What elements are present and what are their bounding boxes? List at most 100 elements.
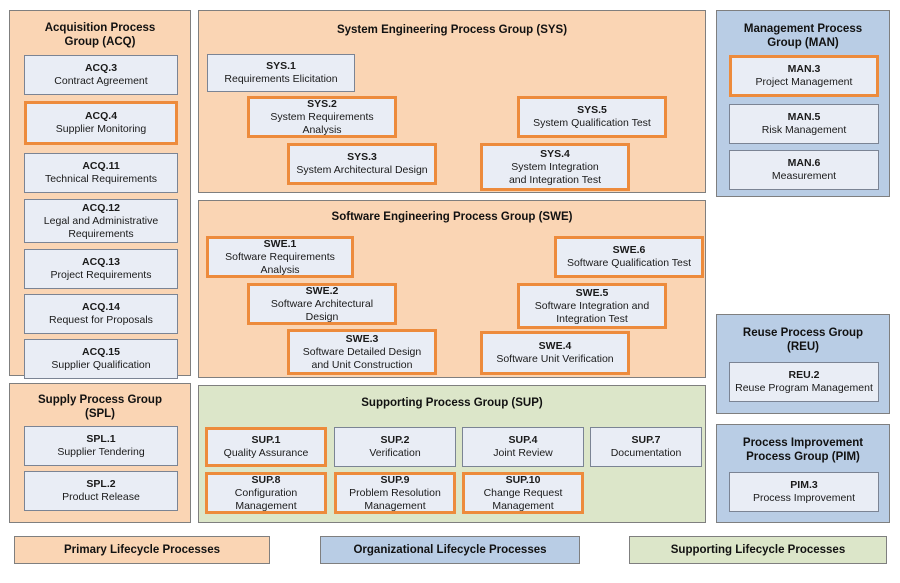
legend-supporting-lifecycle[interactable]: Supporting Lifecycle Processes — [629, 536, 887, 564]
group-title-swe: Software Engineering Process Group (SWE) — [199, 210, 705, 224]
process-box-sup-2[interactable]: SUP.2 Verification — [334, 427, 456, 467]
process-name-2: Requirements — [68, 227, 134, 240]
process-name: Supplier Tendering — [57, 446, 145, 458]
group-title-swe-line1: Software Engineering Process Group (SWE) — [331, 211, 573, 223]
process-code: SWE.4 — [538, 340, 572, 352]
group-title-sup: Supporting Process Group (SUP) — [199, 396, 705, 410]
group-title-sup-line1: Supporting Process Group (SUP) — [361, 397, 543, 409]
group-panel-sup[interactable]: Supporting Process Group (SUP) SUP.1 Qua… — [198, 385, 706, 523]
process-box-swe-6[interactable]: SWE.6 Software Qualification Test — [554, 236, 704, 278]
process-name: System Requirements Analysis — [270, 110, 374, 136]
process-code: ACQ.3 — [84, 62, 118, 74]
group-title-acq-line2: Group (ACQ) — [64, 36, 136, 48]
group-panel-reu[interactable]: Reuse Process Group (REU) REU.2 Reuse Pr… — [716, 314, 890, 414]
process-code: ACQ.15 — [82, 346, 120, 358]
group-title-pim-line1: Process Improvement — [742, 437, 864, 449]
process-box-man-5[interactable]: MAN.5 Risk Management — [729, 104, 879, 144]
legend-organizational-label: Organizational Lifecycle Processes — [353, 544, 547, 556]
process-name: Supplier Qualification — [51, 359, 151, 371]
process-code: SWE.1 — [263, 237, 297, 250]
process-name: Supplier Monitoring — [55, 123, 147, 135]
process-code: SYS.5 — [577, 104, 607, 116]
process-name-2: and Integration Test — [508, 173, 602, 186]
process-name: Process Improvement — [752, 492, 856, 504]
process-code: PIM.3 — [790, 479, 818, 491]
group-panel-swe[interactable]: Software Engineering Process Group (SWE)… — [198, 200, 706, 378]
process-box-sup-7[interactable]: SUP.7 Documentation — [590, 427, 702, 467]
process-code: REU.2 — [788, 369, 820, 381]
legend-supporting-label: Supporting Lifecycle Processes — [670, 544, 846, 556]
process-box-sup-10[interactable]: SUP.10 Change Request Management — [462, 472, 584, 514]
process-code: ACQ.4 — [84, 110, 118, 122]
group-panel-man[interactable]: Management Process Group (MAN) MAN.3 Pro… — [716, 10, 890, 197]
process-name: Risk Management — [761, 124, 847, 136]
process-box-swe-5[interactable]: SWE.5 Software Integration and Integrati… — [517, 283, 667, 329]
process-name: System Integration — [511, 160, 599, 173]
process-box-sys-1[interactable]: SYS.1 Requirements Elicitation — [207, 54, 355, 92]
process-box-acq-12[interactable]: ACQ.12 Legal and Administrative Requirem… — [24, 199, 178, 243]
group-title-man-line2: Group (MAN) — [767, 37, 839, 49]
process-code: SYS.1 — [266, 60, 296, 72]
process-box-acq-4[interactable]: ACQ.4 Supplier Monitoring — [24, 101, 178, 145]
process-code: SWE.5 — [575, 286, 609, 299]
process-code: ACQ.11 — [82, 160, 120, 172]
process-code: SWE.3 — [345, 332, 379, 345]
process-name-2: Integration Test — [556, 312, 628, 325]
group-panel-pim[interactable]: Process Improvement Process Group (PIM) … — [716, 424, 890, 523]
process-code: SUP.10 — [505, 473, 541, 486]
process-name: Product Release — [62, 491, 140, 503]
group-title-spl-line1: Supply Process Group — [38, 394, 162, 406]
process-box-man-6[interactable]: MAN.6 Measurement — [729, 150, 879, 190]
group-title-man: Management Process Group (MAN) — [717, 22, 889, 50]
process-box-sup-8[interactable]: SUP.8 Configuration Management — [205, 472, 327, 514]
process-code: SYS.4 — [540, 147, 570, 160]
process-name: Project Requirements — [50, 269, 152, 281]
group-panel-sys[interactable]: System Engineering Process Group (SYS) S… — [198, 10, 706, 193]
legend-organizational-lifecycle[interactable]: Organizational Lifecycle Processes — [320, 536, 580, 564]
process-box-acq-15[interactable]: ACQ.15 Supplier Qualification — [24, 339, 178, 379]
process-box-swe-1[interactable]: SWE.1 Software Requirements Analysis — [206, 236, 354, 278]
process-box-sys-4[interactable]: SYS.4 System Integration and Integration… — [480, 143, 630, 191]
process-box-sup-1[interactable]: SUP.1 Quality Assurance — [205, 427, 327, 467]
process-box-swe-3[interactable]: SWE.3 Software Detailed Design and Unit … — [287, 329, 437, 375]
process-box-reu-2[interactable]: REU.2 Reuse Program Management — [729, 362, 879, 402]
process-box-sup-9[interactable]: SUP.9 Problem Resolution Management — [334, 472, 456, 514]
process-code: SWE.2 — [305, 284, 339, 297]
process-code: SYS.3 — [347, 151, 377, 163]
process-box-sup-4[interactable]: SUP.4 Joint Review — [462, 427, 584, 467]
process-box-spl-1[interactable]: SPL.1 Supplier Tendering — [24, 426, 178, 466]
process-name: Requirements Elicitation — [224, 73, 338, 85]
group-title-sys: System Engineering Process Group (SYS) — [199, 23, 705, 37]
process-code: SYS.2 — [307, 97, 337, 110]
process-code: MAN.5 — [787, 111, 821, 123]
process-box-sys-5[interactable]: SYS.5 System Qualification Test — [517, 96, 667, 138]
process-box-acq-14[interactable]: ACQ.14 Request for Proposals — [24, 294, 178, 334]
process-code: ACQ.13 — [82, 256, 120, 268]
process-box-sys-2[interactable]: SYS.2 System Requirements Analysis — [247, 96, 397, 138]
legend-primary-label: Primary Lifecycle Processes — [64, 544, 220, 556]
group-panel-spl[interactable]: Supply Process Group (SPL) SPL.1 Supplie… — [9, 383, 191, 523]
process-name: Quality Assurance — [223, 447, 309, 459]
process-name: Software Detailed Design — [302, 345, 422, 358]
process-box-spl-2[interactable]: SPL.2 Product Release — [24, 471, 178, 511]
group-title-spl-line2: (SPL) — [84, 408, 116, 420]
group-panel-acq[interactable]: Acquisition Process Group (ACQ) ACQ.3 Co… — [9, 10, 191, 379]
process-code: MAN.3 — [787, 63, 821, 75]
group-title-spl: Supply Process Group (SPL) — [10, 393, 190, 421]
process-code: SUP.9 — [380, 473, 410, 486]
process-name: System Qualification Test — [533, 117, 651, 129]
process-name: Measurement — [771, 170, 837, 182]
process-code: SUP.8 — [251, 473, 281, 486]
process-box-acq-13[interactable]: ACQ.13 Project Requirements — [24, 249, 178, 289]
legend-primary-lifecycle[interactable]: Primary Lifecycle Processes — [14, 536, 270, 564]
process-box-acq-11[interactable]: ACQ.11 Technical Requirements — [24, 153, 178, 193]
process-box-swe-4[interactable]: SWE.4 Software Unit Verification — [480, 331, 630, 375]
process-code: SUP.1 — [251, 434, 281, 446]
group-title-pim: Process Improvement Process Group (PIM) — [717, 436, 889, 464]
process-box-pim-3[interactable]: PIM.3 Process Improvement — [729, 472, 879, 512]
process-box-man-3[interactable]: MAN.3 Project Management — [729, 55, 879, 97]
process-box-swe-2[interactable]: SWE.2 Software Architectural Design — [247, 283, 397, 325]
process-name: Software Architectural Design — [270, 297, 374, 323]
process-box-sys-3[interactable]: SYS.3 System Architectural Design — [287, 143, 437, 185]
process-box-acq-3[interactable]: ACQ.3 Contract Agreement — [24, 55, 178, 95]
